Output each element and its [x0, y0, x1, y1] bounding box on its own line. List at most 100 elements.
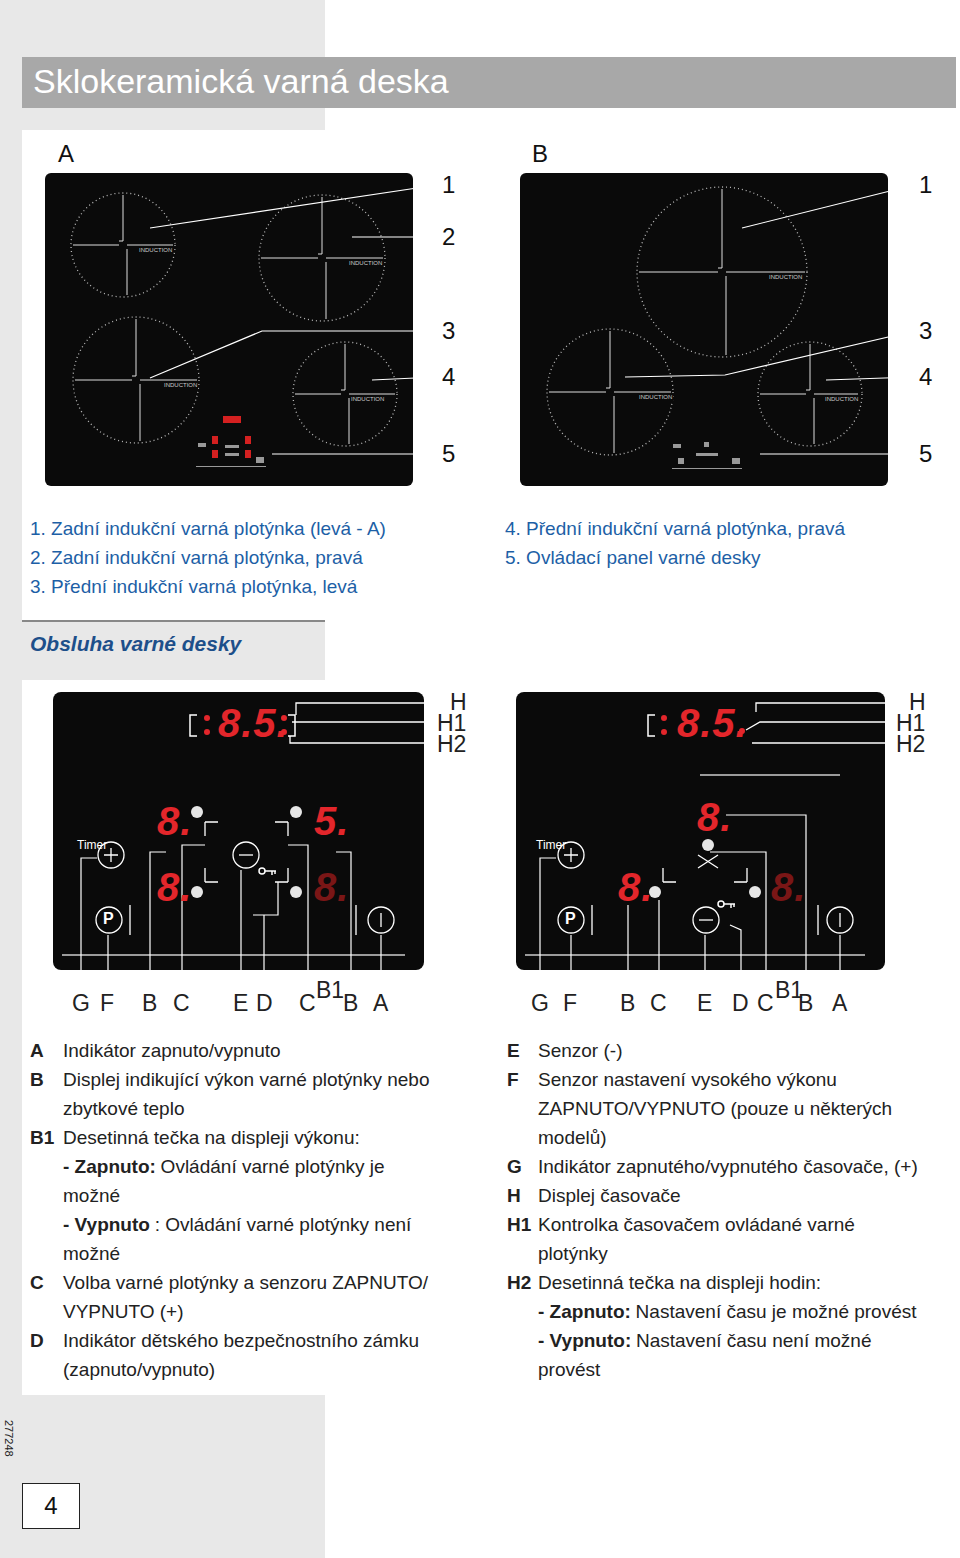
part-letter: B1	[316, 977, 344, 1003]
legend-text-block: Senzor (-)	[538, 1036, 948, 1065]
part-letter: H2	[896, 731, 925, 757]
power-display: 8.	[771, 864, 806, 910]
zone-marking: INDUCTION	[638, 394, 673, 401]
callout-number: 3	[919, 317, 932, 345]
part-letter: G	[531, 990, 549, 1016]
sensor-label: Timer	[77, 839, 107, 853]
legend-text: Senzor nastavení vysokého výkonu ZAPNUTO…	[538, 1069, 892, 1148]
part-list-item: 3. Přední indukční varná plotýnka, levá	[30, 576, 357, 598]
figure-letter: B	[532, 140, 548, 168]
part-letter: D	[256, 990, 273, 1016]
part-list-item: 1. Zadní indukční varná plotýnka (levá -…	[30, 518, 386, 540]
section-heading: Obsluha varné desky	[30, 632, 241, 656]
part-letter: F	[563, 990, 577, 1016]
legend-text-block: Volba varné plotýnky a senzoru ZAPNUTO/ …	[63, 1268, 463, 1326]
legend-text-block: Displej časovače	[538, 1181, 948, 1210]
callout-number: 5	[919, 440, 932, 468]
legend-text-block: - Zapnuto:Nastavení času je možné provés…	[538, 1297, 953, 1326]
hob-a	[45, 173, 437, 486]
sensor-label: P	[565, 910, 576, 928]
zone-marking: INDUCTION	[348, 260, 383, 267]
callout-number: 3	[442, 317, 455, 345]
legend-text-block: Indikátor dětského bezpečnostního zámku …	[63, 1326, 463, 1384]
part-letter: A	[373, 990, 388, 1016]
legend-key: B	[30, 1065, 44, 1094]
legend-text: Desetinná tečka na displeji hodin:	[538, 1272, 821, 1293]
legend-key: F	[507, 1065, 519, 1094]
part-letter: G	[72, 990, 90, 1016]
callout-number: 4	[919, 363, 932, 391]
hob-b	[520, 173, 914, 486]
legend-text-block: Senzor nastavení vysokého výkonu ZAPNUTO…	[538, 1065, 928, 1152]
power-display: 8.	[157, 864, 192, 910]
part-letter: H2	[437, 731, 466, 757]
zone-marking: INDUCTION	[138, 247, 173, 254]
part-letter: C	[650, 990, 667, 1016]
part-list-item: 2. Zadní indukční varná plotýnka, pravá	[30, 547, 363, 569]
part-letter: C	[757, 990, 774, 1016]
sensor-label: P	[103, 910, 114, 928]
figure-letter: A	[58, 140, 74, 168]
legend-state: - Vypnuto	[63, 1214, 150, 1235]
control-panel-right	[516, 692, 900, 985]
legend-key: B1	[30, 1123, 54, 1152]
legend-text-block: Indikátor zapnuto/vypnuto	[63, 1036, 458, 1065]
legend-state: - Vypnuto:	[538, 1330, 631, 1351]
legend-text-block: Kontrolka časovačem ovládané varné plotý…	[538, 1210, 918, 1268]
part-letter: C	[299, 990, 316, 1016]
legend-text-block: Desetinná tečka na displeji výkonu:	[63, 1123, 463, 1152]
timer-display: 8.5.	[218, 700, 289, 746]
power-display: 8.	[157, 798, 192, 844]
callout-number: 2	[442, 223, 455, 251]
part-letter: B	[142, 990, 157, 1016]
control-panel-left	[53, 692, 441, 985]
zone-marking: INDUCTION	[163, 382, 198, 389]
part-letter: B	[343, 990, 358, 1016]
part-letter: F	[100, 990, 114, 1016]
legend-text: Indikátor zapnuto/vypnuto	[63, 1040, 281, 1061]
legend-text: Displej indikující výkon varné plotýnky …	[63, 1069, 429, 1119]
page-title: Sklokeramická varná deska	[33, 62, 449, 101]
legend-text: Nastavení času je možné provést	[636, 1301, 917, 1322]
zone-marking: INDUCTION	[768, 274, 803, 281]
legend-key: G	[507, 1152, 522, 1181]
callout-number: 4	[442, 363, 455, 391]
legend-text-block: - Vypnuto:Nastavení času není možné prov…	[538, 1326, 913, 1384]
sensor-label: Timer	[536, 839, 566, 853]
part-letter: E	[697, 990, 712, 1016]
legend-text: Desetinná tečka na displeji výkonu:	[63, 1127, 360, 1148]
legend-text-block: - Vypnuto: Ovládání varné plotýnky není …	[63, 1210, 438, 1268]
page-number: 4	[44, 1492, 57, 1520]
legend-text-block: - Zapnuto:Ovládání varné plotýnky je mož…	[63, 1152, 423, 1210]
callout-number: 1	[442, 171, 455, 199]
part-letter: A	[832, 990, 847, 1016]
legend-text: Indikátor dětského bezpečnostního zámku …	[63, 1330, 419, 1380]
legend-text: Displej časovače	[538, 1185, 681, 1206]
power-display: 8.	[697, 794, 732, 840]
timer-display: 8.5.	[677, 700, 748, 746]
page-number-box: 4	[22, 1483, 80, 1529]
legend-key: H	[507, 1181, 521, 1210]
legend-state: - Zapnuto:	[538, 1301, 631, 1322]
legend-key: D	[30, 1326, 44, 1355]
part-letter: C	[173, 990, 190, 1016]
legend-text: Kontrolka časovačem ovládané varné plotý…	[538, 1214, 855, 1264]
legend-text: Indikátor zapnutého/vypnutého časovače, …	[538, 1156, 918, 1177]
power-display: 8.	[314, 864, 349, 910]
part-list-item: 5. Ovládací panel varné desky	[505, 547, 761, 569]
part-letter: B	[620, 990, 635, 1016]
zone-marking: INDUCTION	[350, 396, 385, 403]
part-list-item: 4. Přední indukční varná plotýnka, pravá	[505, 518, 845, 540]
legend-text: Senzor (-)	[538, 1040, 622, 1061]
callout-number: 1	[919, 171, 932, 199]
legend-key: H2	[507, 1268, 531, 1297]
part-letter: D	[732, 990, 749, 1016]
callout-number: 5	[442, 440, 455, 468]
power-display: 8.	[618, 864, 653, 910]
zone-marking: INDUCTION	[824, 396, 859, 403]
legend-key: E	[507, 1036, 520, 1065]
part-letter: E	[233, 990, 248, 1016]
power-display: 5.	[314, 798, 349, 844]
legend-text-block: Displej indikující výkon varné plotýnky …	[63, 1065, 463, 1123]
